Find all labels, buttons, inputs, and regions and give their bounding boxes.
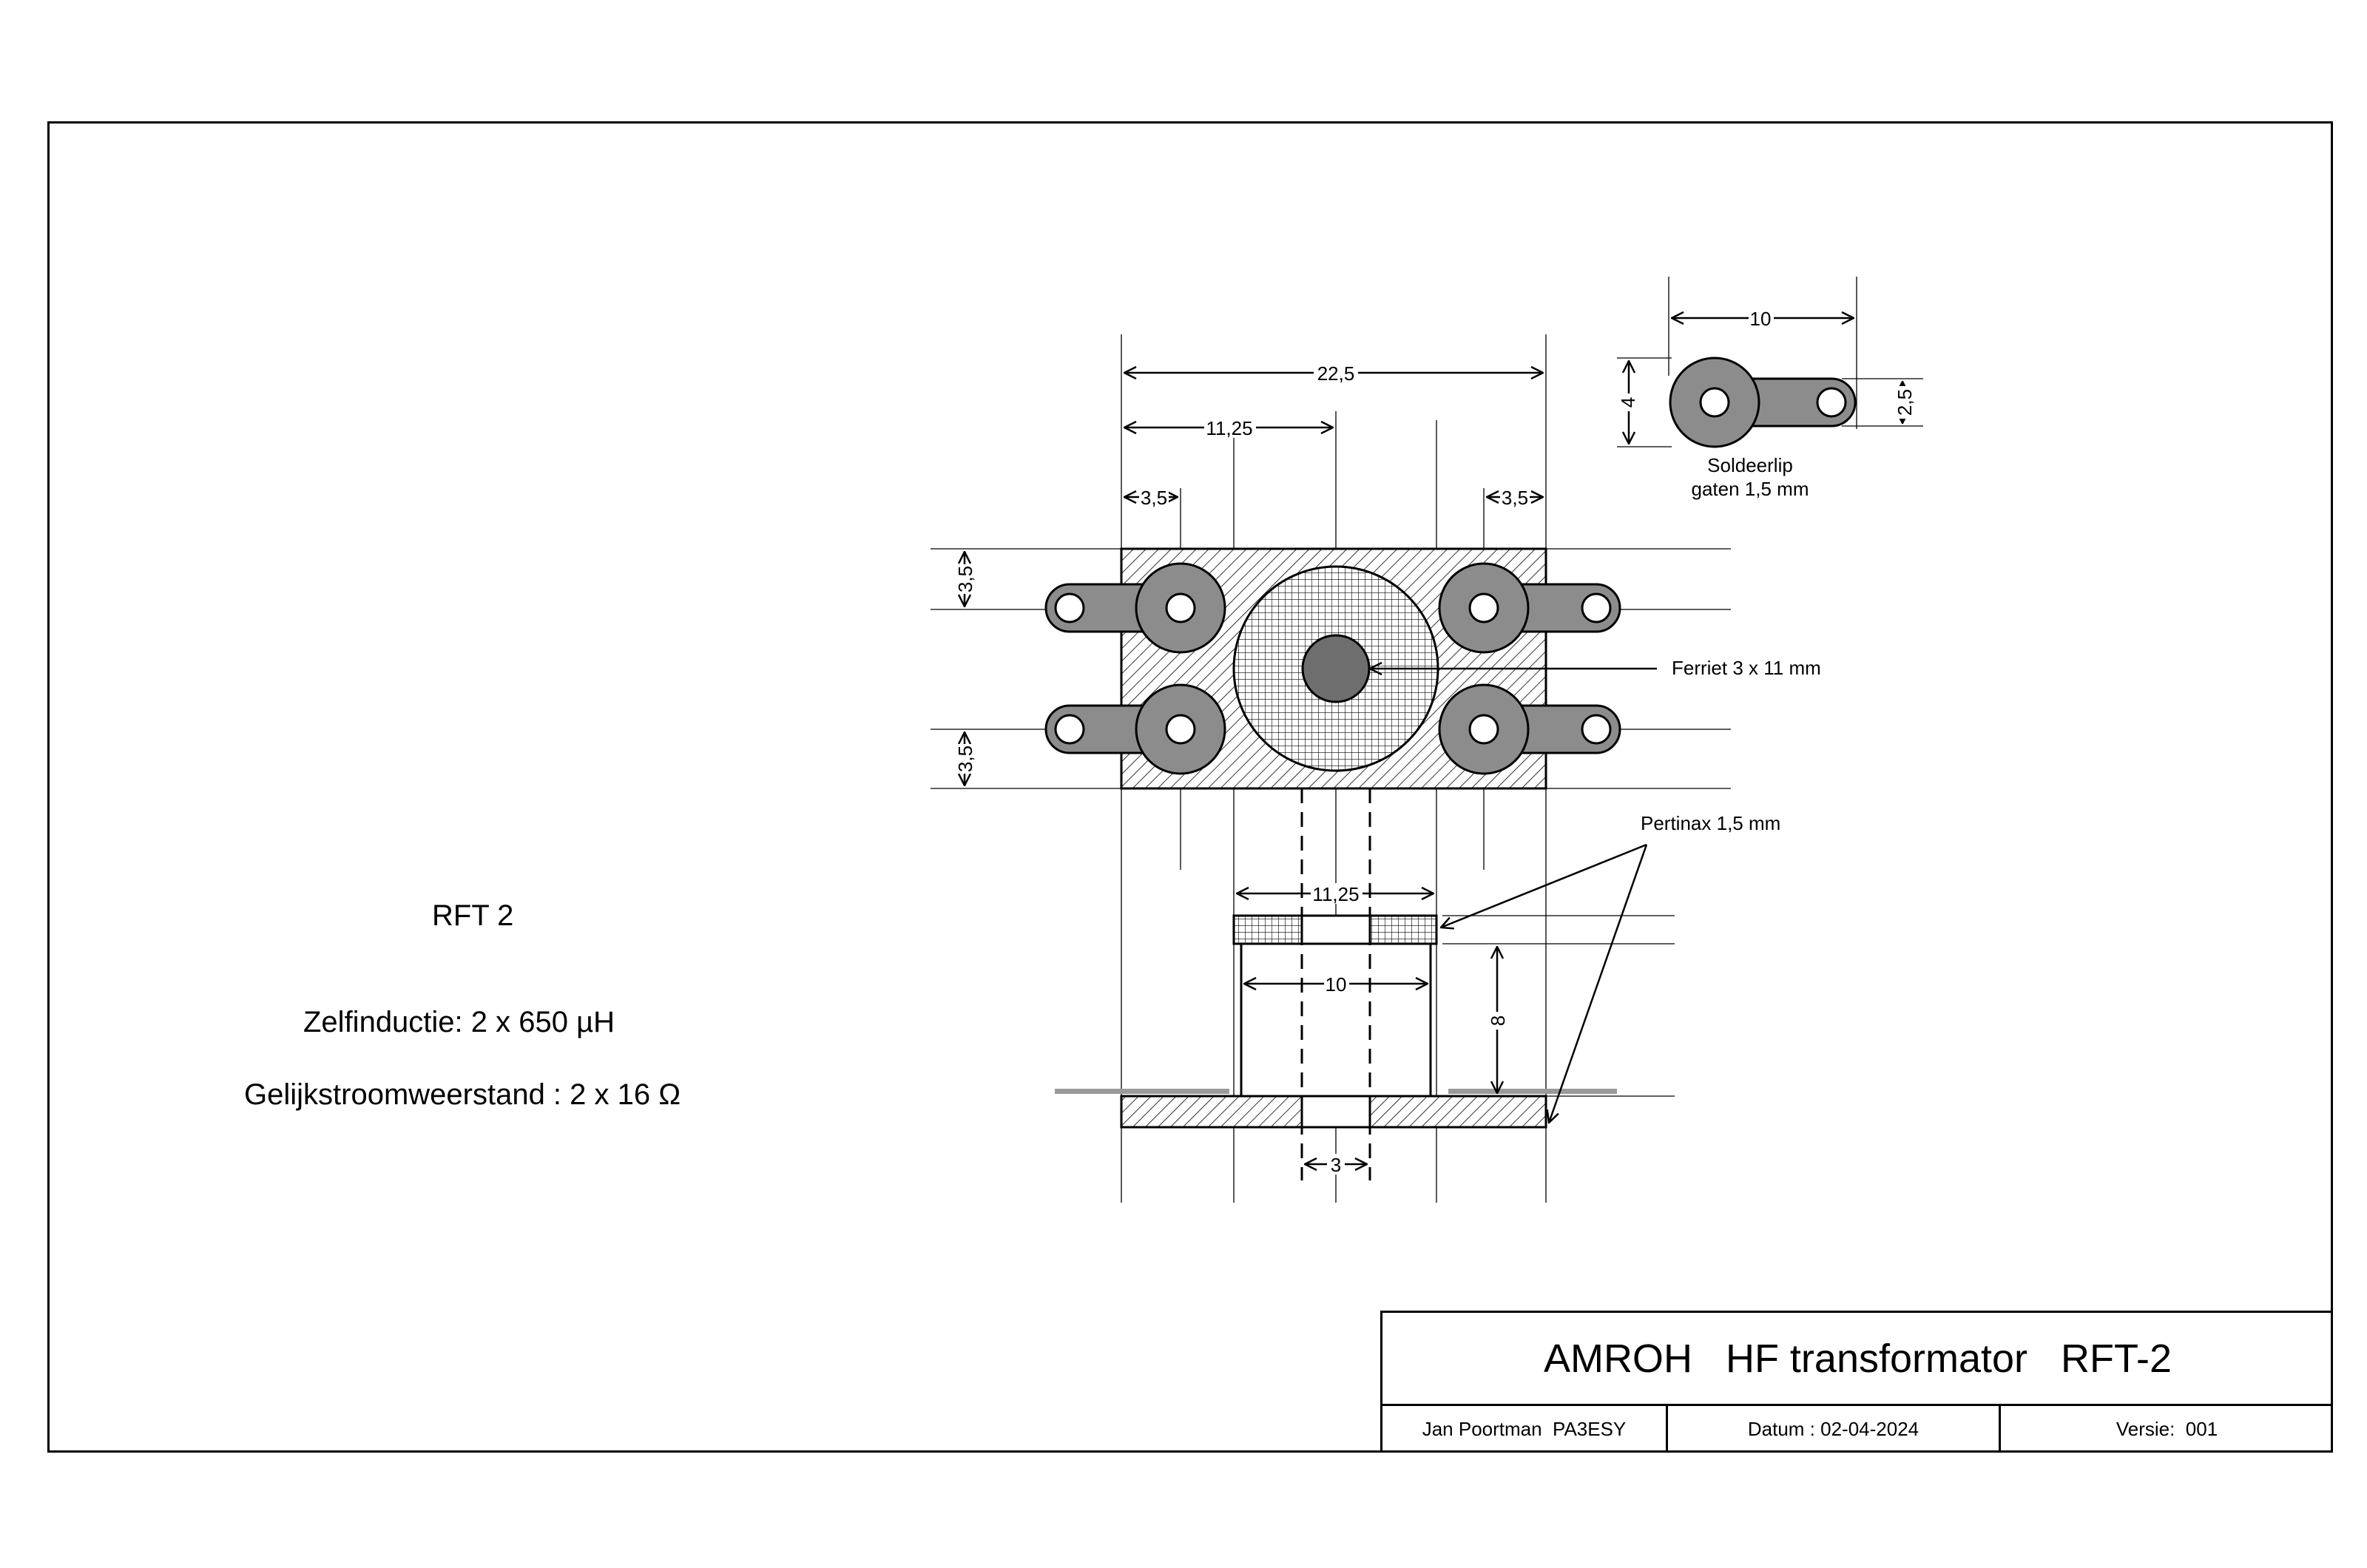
bobbin <box>1240 942 1432 1098</box>
title-block: AMROH HF transformator RFT-2 Jan Poortma… <box>1380 1311 2333 1453</box>
dimension-label-lug-tab: 2,5 <box>1894 386 1916 419</box>
svg-text:10: 10 <box>1326 973 1347 996</box>
dimension-label-bobbin-height: 8 <box>1487 1012 1509 1030</box>
pertinax-label: Pertinax 1,5 mm <box>1641 812 1780 834</box>
resistance-spec: Gelijkstroomweerstand : 2 x 16 Ω <box>244 1078 681 1111</box>
dimension-label-overall: 22,5 <box>1314 362 1358 385</box>
dimension-label-half: 11,25 <box>1204 417 1256 439</box>
dimension-label-vertical-bottom: 3,5 <box>954 744 976 774</box>
svg-text:10: 10 <box>1750 308 1772 330</box>
solder-lug <box>1438 683 1621 775</box>
component-name: RFT 2 <box>432 899 514 932</box>
svg-text:8: 8 <box>1487 1016 1509 1026</box>
svg-text:11,25: 11,25 <box>1312 883 1359 905</box>
svg-text:3,5: 3,5 <box>1502 487 1528 509</box>
annotation-labels: Soldeerlip gaten 1,5 mm Ferriet 3 x 11 m… <box>1641 454 1821 834</box>
svg-text:3: 3 <box>1331 1154 1341 1176</box>
dimension-label-bobbin-inner: 10 <box>1324 973 1349 996</box>
solder-lugs <box>1044 562 1621 775</box>
svg-text:3,5: 3,5 <box>1141 487 1167 509</box>
dimension-label-right: 3,5 <box>1500 487 1530 509</box>
author-cell: Jan Poortman PA3ESY <box>1382 1406 1668 1453</box>
dimension-label-lug-height: 4 <box>1617 393 1639 411</box>
dimension-label-lug-length: 10 <box>1749 308 1774 330</box>
solder-lug <box>1044 683 1226 775</box>
dimension-label-disc: 11,25 <box>1311 883 1363 905</box>
svg-text:2,5: 2,5 <box>1894 389 1916 416</box>
dimension-labels: 22,5 11,25 3,5 3,5 3,5 3,5 10 4 2,5 11,2… <box>954 308 1916 1176</box>
dimension-label-vertical-top: 3,5 <box>954 564 976 594</box>
side-view <box>1055 788 1617 1180</box>
ferrite-core <box>1301 634 1371 703</box>
inductance-spec: Zelfinductie: 2 x 650 µH <box>303 1006 615 1038</box>
solder-lug-label: Soldeerlip <box>1707 454 1793 476</box>
svg-text:11,25: 11,25 <box>1206 417 1252 439</box>
solder-lug <box>1044 562 1226 654</box>
svg-text:3,5: 3,5 <box>954 566 976 592</box>
version-cell: Versie: 001 <box>2116 1418 2218 1440</box>
dimension-label-left: 3,5 <box>1139 487 1169 509</box>
svg-text:22,5: 22,5 <box>1317 362 1355 385</box>
solder-lug <box>1438 562 1621 654</box>
svg-text:3,5: 3,5 <box>954 746 976 772</box>
dimension-label-hole: 3 <box>1327 1154 1345 1176</box>
date-cell: Datum : 02-04-2024 <box>1668 1406 2001 1453</box>
svg-text:4: 4 <box>1617 397 1639 408</box>
lug-holes-label: gaten 1,5 mm <box>1692 478 1809 500</box>
leader-arrows <box>1370 669 1657 1123</box>
drawing-frame <box>47 121 2333 1453</box>
ferrite-label: Ferriet 3 x 11 mm <box>1672 657 1821 679</box>
drawing-title: AMROH HF transformator RFT-2 <box>1382 1313 2333 1406</box>
solder-lug-detail <box>1669 356 1857 448</box>
